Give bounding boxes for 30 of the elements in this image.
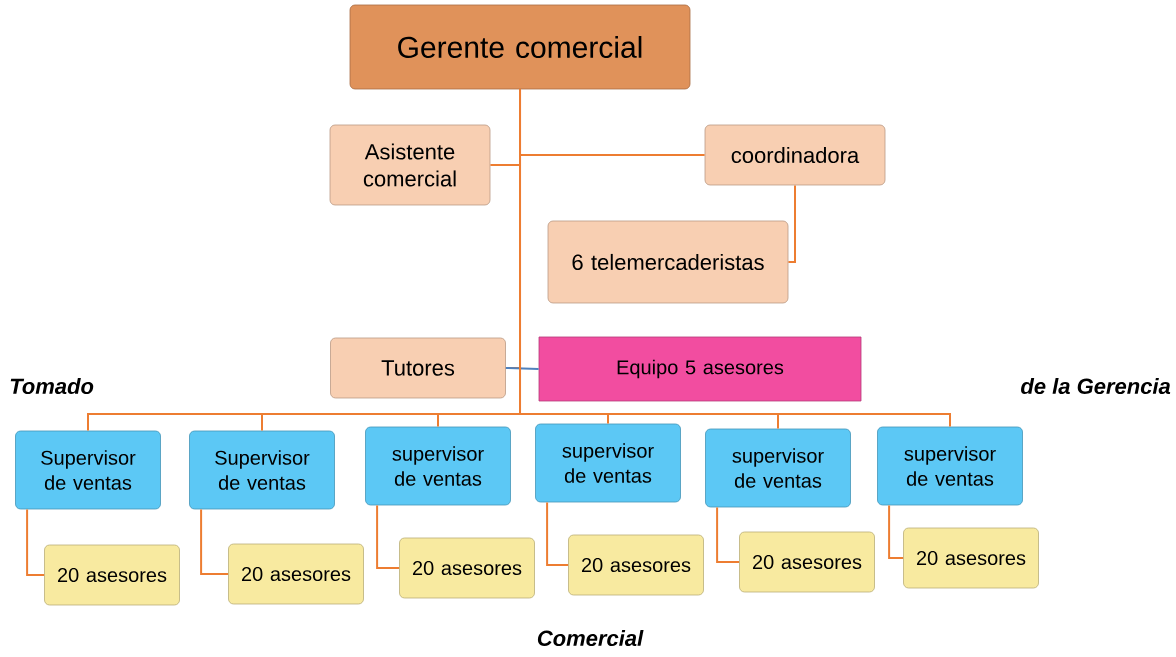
caption-text: de la Gerencia xyxy=(1021,377,1171,395)
org-box: 6 telemercaderistas xyxy=(547,220,789,304)
caption-text: Tomado xyxy=(10,377,94,395)
org-box: 20 asesores xyxy=(739,531,875,593)
caption-text: Comercial xyxy=(537,629,644,647)
org-box: Equipo 5 asesores xyxy=(538,336,862,402)
connector xyxy=(546,501,570,566)
org-box: supervisor de ventas xyxy=(535,423,681,503)
org-box: supervisor de ventas xyxy=(877,426,1023,506)
org-box: Supervisor de ventas xyxy=(189,430,335,510)
connector xyxy=(716,506,741,563)
org-box: supervisor de ventas xyxy=(705,428,851,508)
connector xyxy=(26,508,46,576)
org-box: 20 asesores xyxy=(568,534,704,596)
connector xyxy=(504,367,540,370)
org-box: Gerente comercial xyxy=(349,4,691,90)
connector xyxy=(200,508,230,575)
org-box: 20 asesores xyxy=(903,527,1039,589)
org-box: Asistente comercial xyxy=(329,124,491,206)
connector xyxy=(787,184,796,263)
connector xyxy=(888,504,905,559)
org-box: supervisor de ventas xyxy=(365,426,511,506)
org-box: coordinadora xyxy=(704,124,886,186)
connector xyxy=(376,504,401,569)
org-box: 20 asesores xyxy=(399,537,535,599)
connector xyxy=(519,88,951,428)
org-box: 20 asesores xyxy=(44,544,180,606)
org-box: Supervisor de ventas xyxy=(15,430,161,510)
org-box: 20 asesores xyxy=(228,543,364,605)
org-box: Tutores xyxy=(330,337,506,399)
